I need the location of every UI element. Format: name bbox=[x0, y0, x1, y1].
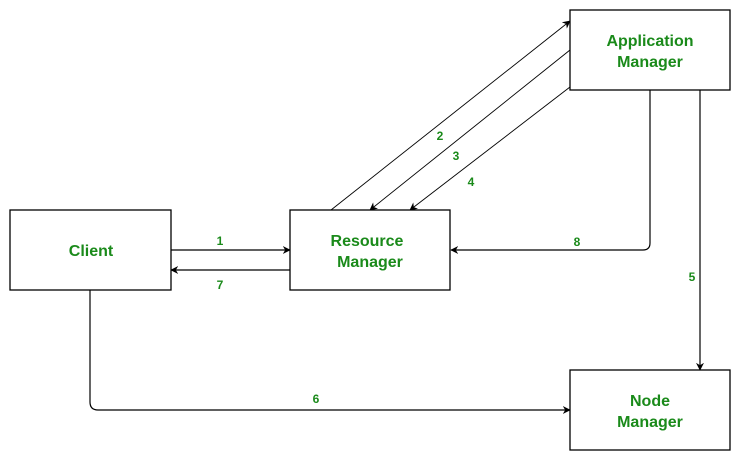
edge-label-8: 8 bbox=[574, 235, 581, 249]
edge-6-arrow bbox=[89, 290, 571, 414]
client-label: Client bbox=[69, 243, 114, 260]
node-manager-label-line1: Node bbox=[630, 393, 670, 410]
application-manager-box bbox=[569, 9, 731, 91]
edge-label-2: 2 bbox=[437, 129, 444, 143]
edge-label-4: 4 bbox=[468, 175, 475, 189]
edge-label-6: 6 bbox=[313, 392, 320, 406]
edges bbox=[89, 20, 704, 414]
edge-label-7: 7 bbox=[217, 278, 224, 292]
edge-3-arrow bbox=[369, 49, 571, 211]
edge-labels: 1 2 3 4 5 6 7 8 bbox=[217, 129, 696, 406]
application-manager-label-line1: Application bbox=[606, 33, 693, 50]
edge-8-arrow bbox=[450, 90, 651, 254]
resource-manager-label-line1: Resource bbox=[331, 233, 404, 250]
node-client: Client bbox=[9, 209, 172, 291]
node-resource-manager: Resource Manager bbox=[289, 209, 451, 291]
resource-manager-box bbox=[289, 209, 451, 291]
edge-label-1: 1 bbox=[217, 234, 224, 248]
node-node-manager: Node Manager bbox=[569, 369, 731, 451]
node-manager-label-line2: Manager bbox=[617, 414, 683, 431]
edge-label-5: 5 bbox=[689, 270, 696, 284]
edge-4-arrow bbox=[409, 86, 571, 211]
node-application-manager: Application Manager bbox=[569, 9, 731, 91]
client-box bbox=[9, 209, 172, 291]
node-manager-box bbox=[569, 369, 731, 451]
edge-label-3: 3 bbox=[453, 149, 460, 163]
resource-manager-label-line2: Manager bbox=[337, 254, 403, 271]
application-manager-label-line2: Manager bbox=[617, 54, 683, 71]
edge-2-arrow bbox=[330, 20, 571, 211]
